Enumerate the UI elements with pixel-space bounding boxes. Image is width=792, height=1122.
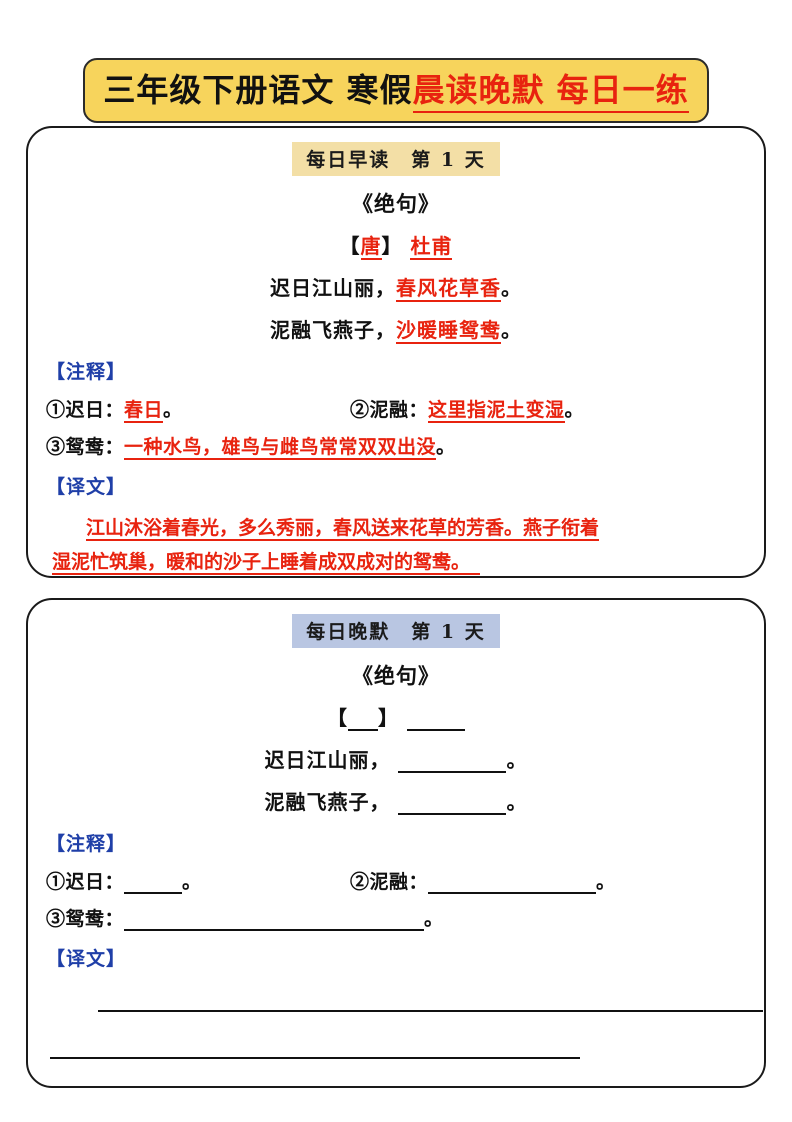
evening-poem-title: 《绝句》 [352, 663, 440, 688]
evening-author-name-blank[interactable] [406, 710, 465, 731]
morning-section-title-row: 每日早读 第 1 天 [28, 142, 764, 176]
poem-line-2-period: 。 [501, 318, 522, 342]
morning-translation-label-row: 【译文】 [28, 472, 764, 499]
evening-translation-blank-line-2[interactable] [50, 1057, 580, 1059]
evening-dynasty-blank[interactable] [348, 710, 379, 731]
evening-notes-label: 【注释】 [46, 833, 127, 855]
evening-note-1: ①迟日： 。 [46, 867, 202, 894]
evening-note-2-blank[interactable] [428, 873, 597, 894]
morning-note-1-key: ①迟日： [46, 399, 125, 421]
evening-poem-author: 【】 [28, 702, 764, 731]
morning-note-1-period: 。 [163, 399, 183, 421]
morning-note-3-answer: 一种水鸟，雄鸟与雌鸟常常双双出没 [124, 436, 437, 460]
morning-note-2: ②泥融：这里指泥土变湿。 [350, 395, 585, 423]
evening-translation-blank-line-1[interactable] [98, 1010, 763, 1012]
morning-poem-line-1: 迟日江山丽，春风花草香。 [28, 272, 764, 302]
evening-note-3-period: 。 [424, 908, 444, 930]
author-bracket-open: 【 [339, 234, 361, 258]
evening-author-bracket-open: 【 [327, 706, 349, 730]
morning-note-row-2: ③鸳鸯：一种水鸟，雄鸟与雌鸟常常双双出没。 [38, 432, 764, 460]
evening-poem-line-2-period: 。 [506, 790, 528, 814]
evening-notes-label-row: 【注释】 [28, 829, 764, 856]
author-dynasty: 唐 [360, 234, 382, 260]
banner-title-red: 晨读晚默 每日一练 [412, 65, 689, 113]
evening-note-3-blank[interactable] [124, 910, 425, 931]
banner-title-black: 三年级下册语文 寒假 [103, 71, 413, 109]
morning-note-1: ①迟日：春日。 [46, 395, 183, 423]
morning-translation-text: 江山沐浴着春光，多么秀丽，春风送来花草的芳香。燕子衔着 湿泥忙筑巢，暖和的沙子上… [52, 511, 750, 579]
morning-poem-line-2: 泥融飞燕子，沙暖睡鸳鸯。 [28, 314, 764, 344]
morning-translation-line-2: 湿泥忙筑巢，暖和的沙子上睡着成双成对的鸳鸯。 [52, 551, 480, 575]
poem-line-1-second-half: 春风花草香 [396, 276, 501, 302]
evening-note-1-key: ①迟日： [46, 871, 125, 893]
evening-translation-label: 【译文】 [46, 948, 127, 970]
evening-note-3: ③鸳鸯： 。 [46, 904, 444, 931]
morning-note-2-period: 。 [564, 399, 585, 421]
evening-poem-line-1-blank[interactable] [398, 752, 507, 773]
evening-note-2: ②泥融： 。 [350, 867, 616, 894]
morning-note-2-answer: 这里指泥土变湿 [428, 399, 565, 423]
morning-note-3-period: 。 [436, 436, 456, 458]
evening-note-row-1: ①迟日： 。 ②泥融： 。 [38, 867, 764, 894]
evening-note-row-2: ③鸳鸯： 。 [38, 904, 764, 931]
title-banner: 三年级下册语文 寒假 晨读晚默 每日一练 [83, 58, 709, 123]
morning-poem-author: 【唐】 杜甫 [28, 230, 764, 260]
author-name: 杜甫 [410, 234, 453, 260]
poem-line-1-first-half: 迟日江山丽， [270, 276, 396, 300]
author-bracket-close: 】 [381, 234, 403, 258]
evening-poem-line-2-first-half: 泥融飞燕子， [264, 790, 391, 814]
evening-poem-line-1: 迟日江山丽， 。 [28, 744, 764, 773]
evening-note-1-blank[interactable] [124, 873, 183, 894]
poem-line-2-first-half: 泥融飞燕子， [270, 318, 396, 342]
title-banner-container: 三年级下册语文 寒假 晨读晚默 每日一练 [0, 58, 792, 123]
evening-poem-line-1-period: 。 [506, 748, 528, 772]
evening-section-title: 每日晚默 第 1 天 [292, 614, 500, 648]
morning-translation-label: 【译文】 [46, 476, 127, 498]
morning-note-1-answer: 春日 [124, 399, 164, 423]
evening-poem-line-2-blank[interactable] [398, 794, 507, 815]
morning-note-2-key: ②泥融： [350, 399, 429, 421]
poem-line-2-second-half: 沙暖睡鸳鸯 [396, 318, 501, 344]
evening-dictation-card: 每日晚默 第 1 天 《绝句》 【】 迟日江山丽， 。 泥融飞燕子， 。 【注释… [26, 598, 766, 1088]
morning-reading-card: 每日早读 第 1 天 《绝句》 【唐】 杜甫 迟日江山丽，春风花草香。 泥融飞燕… [26, 126, 766, 578]
morning-poem-title: 《绝句》 [352, 191, 440, 216]
evening-poem-line-2: 泥融飞燕子， 。 [28, 786, 764, 815]
morning-translation-line-1: 江山沐浴着春光，多么秀丽，春风送来花草的芳香。燕子衔着 [86, 517, 600, 541]
evening-translation-label-row: 【译文】 [28, 944, 764, 971]
morning-note-row-1: ①迟日：春日。 ②泥融：这里指泥土变湿。 [38, 395, 764, 423]
evening-note-2-key: ②泥融： [350, 871, 429, 893]
morning-note-3-key: ③鸳鸯： [46, 436, 125, 458]
evening-note-1-period: 。 [182, 871, 202, 893]
morning-section-title: 每日早读 第 1 天 [292, 142, 500, 176]
evening-note-3-key: ③鸳鸯： [46, 908, 125, 930]
morning-note-3: ③鸳鸯：一种水鸟，雄鸟与雌鸟常常双双出没。 [46, 432, 456, 460]
evening-poem-line-1-first-half: 迟日江山丽， [264, 748, 391, 772]
morning-notes-label-row: 【注释】 [28, 357, 764, 384]
evening-author-bracket-close: 】 [378, 706, 400, 730]
poem-line-1-period: 。 [501, 276, 522, 300]
evening-note-2-period: 。 [596, 871, 616, 893]
evening-section-title-row: 每日晚默 第 1 天 [28, 614, 764, 648]
morning-notes-label: 【注释】 [46, 361, 127, 383]
